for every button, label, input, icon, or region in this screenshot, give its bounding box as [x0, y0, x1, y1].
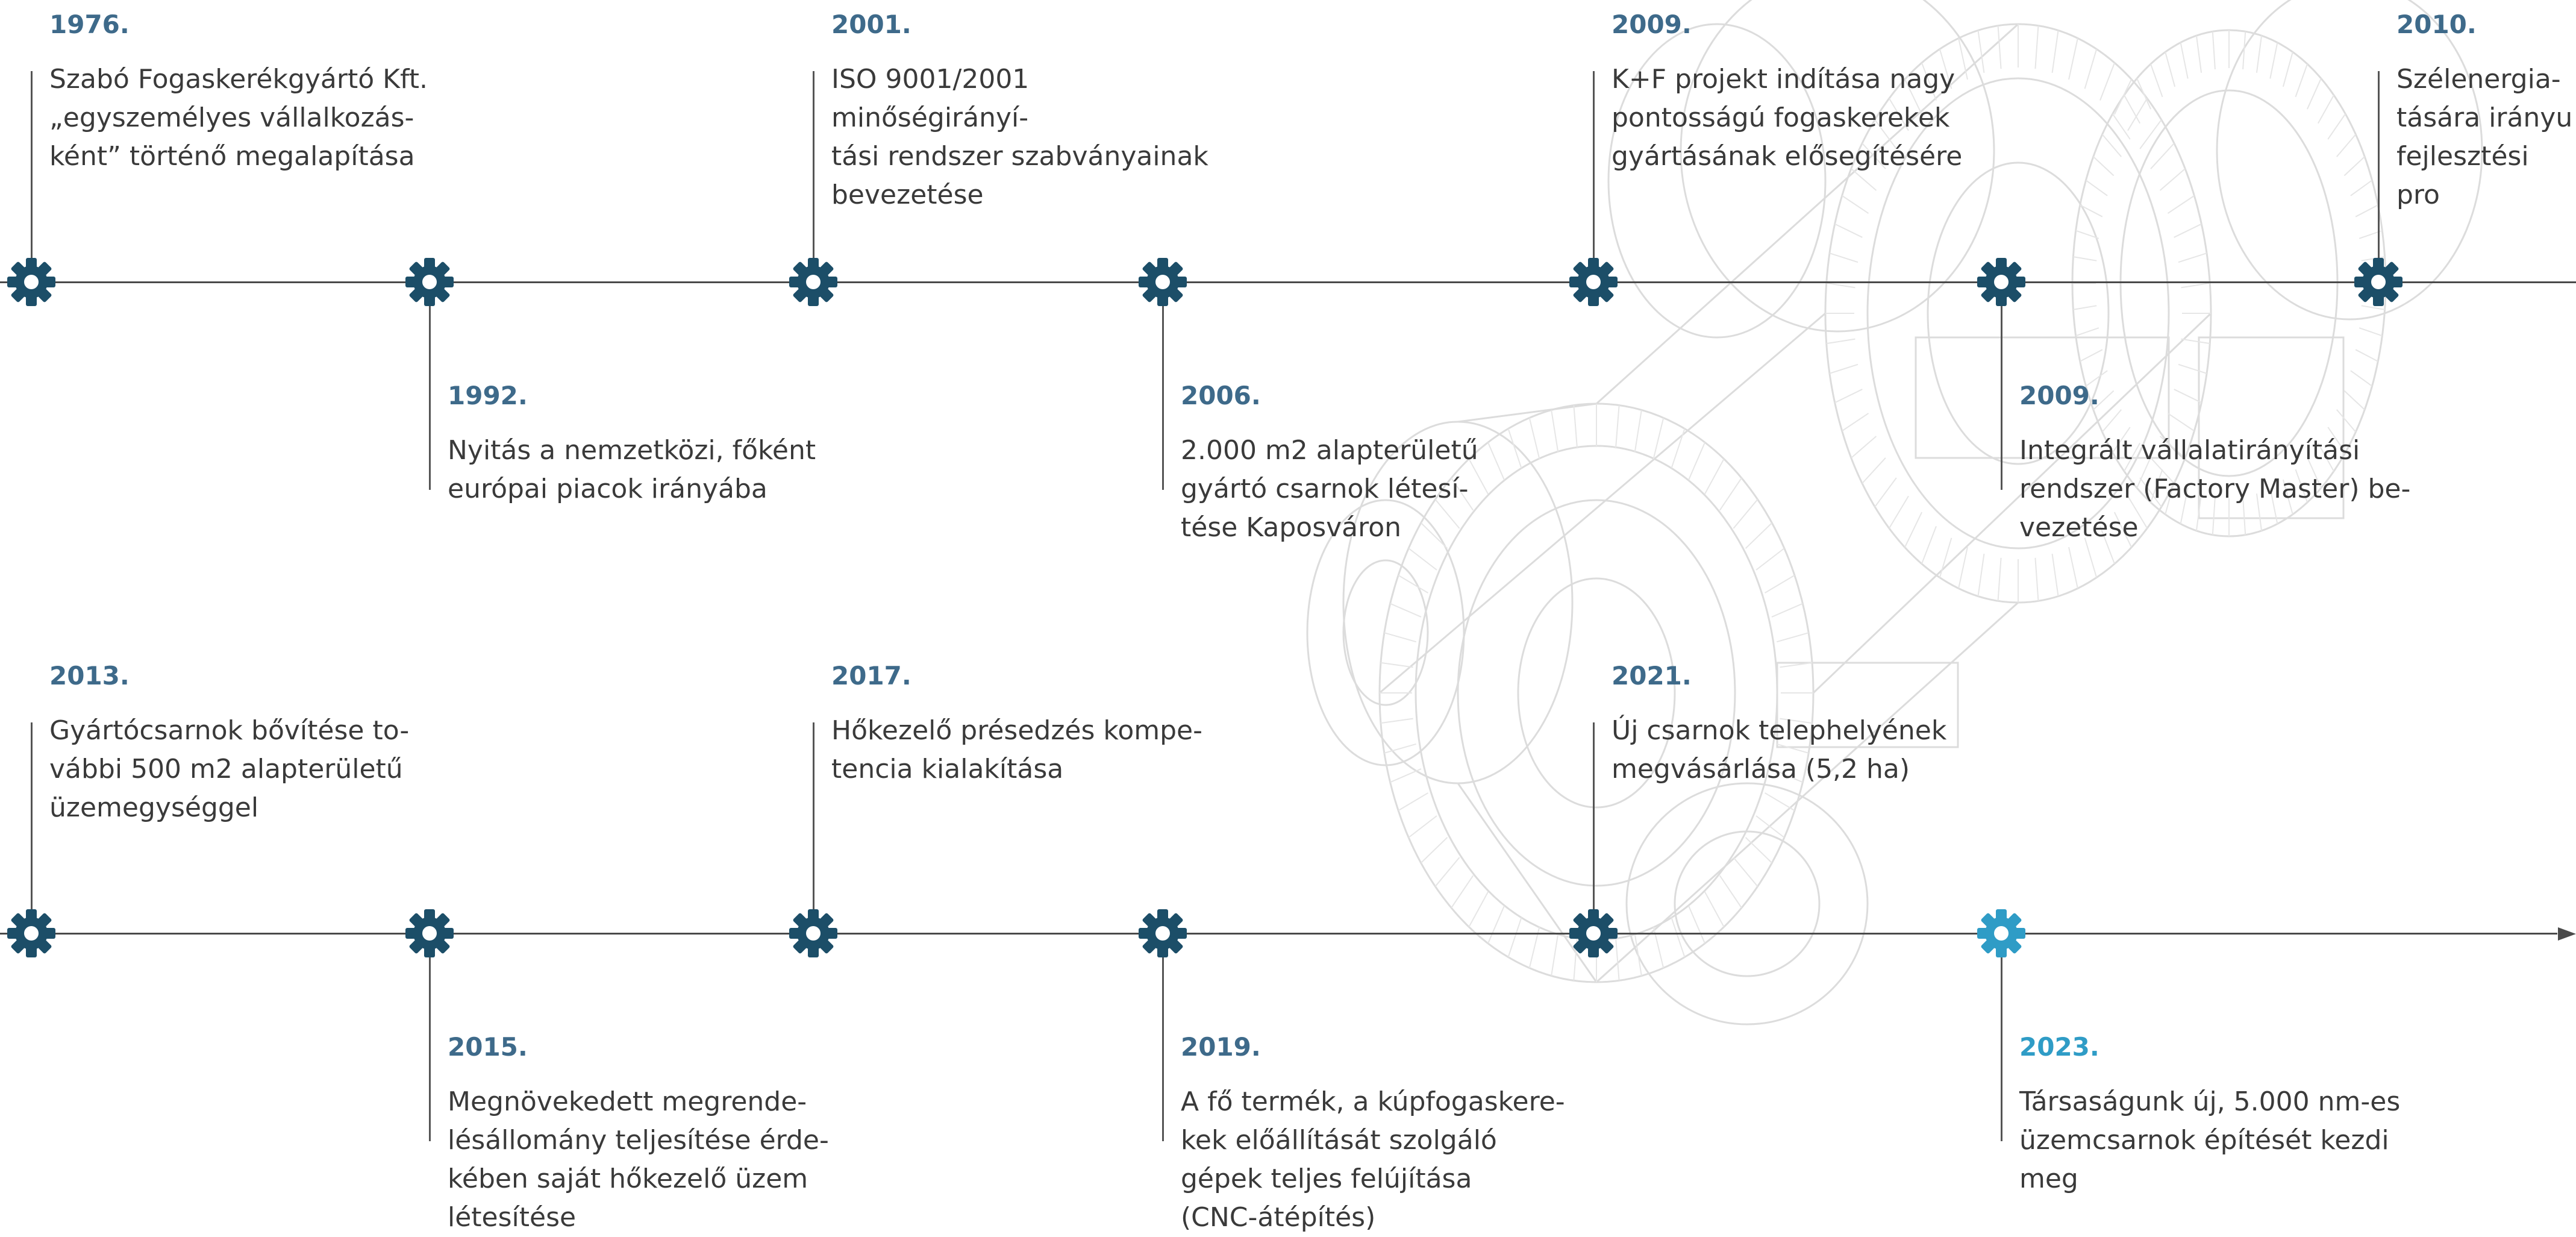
milestone-description: Szélenergia- tására irányu fejlesztési p… [2396, 64, 2573, 210]
milestone-connector [2001, 282, 2002, 490]
milestone-label: 2019. A fő termék, a kúpfogaskere- kek el… [1181, 1035, 1578, 1237]
gear-icon [1976, 908, 2027, 959]
milestone-year: 2009. [2019, 381, 2099, 410]
milestone-year: 2006. [1181, 381, 1261, 410]
milestone-description: Szabó Fogaskerékgyártó Kft. „egyszemélye… [49, 64, 428, 172]
milestone-label: 2006. 2.000 m2 alapterületű gyártó csarno… [1181, 383, 1578, 547]
milestone-connector [429, 933, 431, 1141]
milestone-year: 2019. [1181, 1032, 1261, 1062]
gear-icon [1137, 908, 1188, 959]
milestone-connector [1162, 282, 1164, 490]
milestone-label: 1992. Nyitás a nemzetközi, főként európai… [448, 383, 845, 509]
gear-icon [404, 908, 455, 959]
milestone-label: 1976. Szabó Fogaskerékgyártó Kft. „egysze… [49, 12, 447, 176]
milestone-label: 2017. Hőkezelő présedzés kompe- tencia ki… [831, 663, 1229, 789]
milestone-year: 1992. [448, 381, 528, 410]
milestone-label: 2023. Társaságunk új, 5.000 nm-es üzemcsa… [2019, 1035, 2417, 1198]
milestone-year: 2017. [831, 661, 911, 691]
milestone-connector [31, 71, 33, 282]
milestone-connector [31, 722, 33, 933]
milestone-connector [813, 71, 814, 282]
gear-icon [2353, 257, 2404, 307]
milestone-connector [813, 722, 814, 933]
milestone-description: Megnövekedett megrende- lésállomány telj… [448, 1086, 829, 1233]
milestone-connector [2001, 933, 2002, 1141]
milestone-year: 1976. [49, 10, 130, 39]
gear-icon [1137, 257, 1188, 307]
milestone-year: 2021. [1612, 661, 1692, 691]
gear-icon [6, 908, 57, 959]
timeline-axis [0, 933, 2557, 935]
timeline-arrowhead [2558, 927, 2576, 941]
milestone-connector [2378, 71, 2380, 282]
gear-icon [1568, 908, 1619, 959]
milestone-label: 2010. Szélenergia- tására irányu fejleszt… [2396, 12, 2576, 215]
milestone-connector [1593, 722, 1595, 933]
milestone-description: Hőkezelő présedzés kompe- tencia kialakí… [831, 715, 1202, 784]
milestone-label: 2009. K+F projekt indítása nagy pontosság… [1612, 12, 2009, 176]
timeline-axis [0, 281, 2576, 283]
milestone-description: ISO 9001/2001 minőségirányí- tási rendsz… [831, 64, 1208, 210]
gear-icon [6, 257, 57, 307]
milestone-year: 2010. [2396, 12, 2477, 39]
milestone-connector [1162, 933, 1164, 1141]
gear-icon [1568, 257, 1619, 307]
milestone-label: 2001. ISO 9001/2001 minőségirányí- tási r… [831, 12, 1229, 215]
milestone-description: Társaságunk új, 5.000 nm-es üzemcsarnok … [2019, 1086, 2401, 1194]
milestone-label: 2021. Új csarnok telephelyének megvásárlá… [1612, 663, 2009, 789]
gear-icon [1976, 257, 2027, 307]
gear-icon [788, 908, 839, 959]
milestone-description: Gyártócsarnok bővítése to- vábbi 500 m2 … [49, 715, 410, 823]
milestone-description: Új csarnok telephelyének megvásárlása (5… [1612, 715, 1947, 784]
milestone-label: 2013. Gyártócsarnok bővítése to- vábbi 50… [49, 663, 447, 827]
milestone-year: 2023. [2019, 1032, 2099, 1062]
milestone-description: 2.000 m2 alapterületű gyártó csarnok lét… [1181, 435, 1478, 543]
milestone-year: 2013. [49, 661, 130, 691]
milestone-description: Nyitás a nemzetközi, főként európai piac… [448, 435, 816, 504]
milestone-year: 2009. [1612, 10, 1692, 39]
gear-icon [404, 257, 455, 307]
milestone-connector [1593, 71, 1595, 282]
milestone-label: 2009. Integrált vállalatirányítási rendsz… [2019, 383, 2417, 547]
milestone-connector [429, 282, 431, 490]
milestone-label: 2015. Megnövekedett megrende- lésállomány… [448, 1035, 845, 1237]
milestone-description: Integrált vállalatirányítási rendszer (F… [2019, 435, 2411, 543]
gear-icon [788, 257, 839, 307]
milestone-year: 2001. [831, 10, 911, 39]
milestone-description: K+F projekt indítása nagy pontosságú fog… [1612, 64, 1963, 172]
milestone-year: 2015. [448, 1032, 528, 1062]
milestone-description: A fő termék, a kúpfogaskere- kek előállí… [1181, 1086, 1565, 1233]
